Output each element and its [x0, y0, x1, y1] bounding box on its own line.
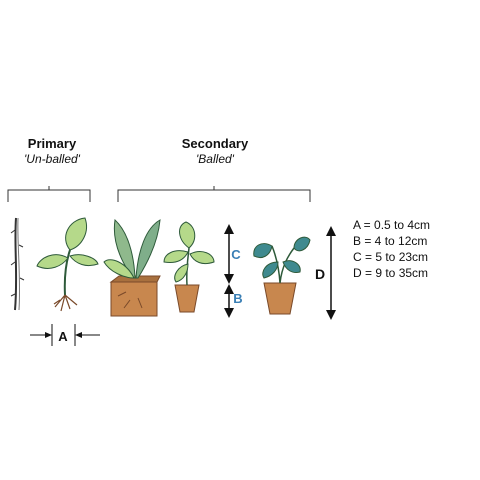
dimension-d-label: D [315, 266, 325, 282]
dimension-b-label: B [233, 291, 242, 306]
cutting-illustration [10, 217, 25, 311]
dimension-a-label: A [58, 329, 68, 344]
secondary-title: Secondary [181, 136, 249, 151]
dimension-d-marker [326, 226, 336, 320]
primary-bracket [7, 186, 91, 202]
pot-plant-illustration-1 [163, 221, 215, 313]
legend-item-b: B = 4 to 12cm [353, 234, 428, 248]
block-plant-illustration [103, 218, 161, 317]
primary-subtitle: 'Un-balled' [24, 152, 80, 166]
secondary-bracket [117, 186, 311, 202]
legend-item-c: C = 5 to 23cm [353, 250, 429, 264]
dimension-c-label: C [231, 247, 241, 262]
dimension-a-marker [30, 324, 100, 346]
legend-item-d: D = 9 to 35cm [353, 266, 429, 280]
dimension-c-marker [224, 224, 234, 284]
secondary-subtitle: 'Balled' [196, 152, 234, 166]
dimension-b-marker [224, 284, 234, 318]
primary-title: Primary [27, 136, 77, 151]
primary-plant-illustration [36, 217, 99, 312]
legend-item-a: A = 0.5 to 4cm [353, 218, 431, 232]
pot-plant-illustration-2 [253, 236, 311, 315]
size-legend: A = 0.5 to 4cm B = 4 to 12cm C = 5 to 23… [353, 217, 430, 281]
